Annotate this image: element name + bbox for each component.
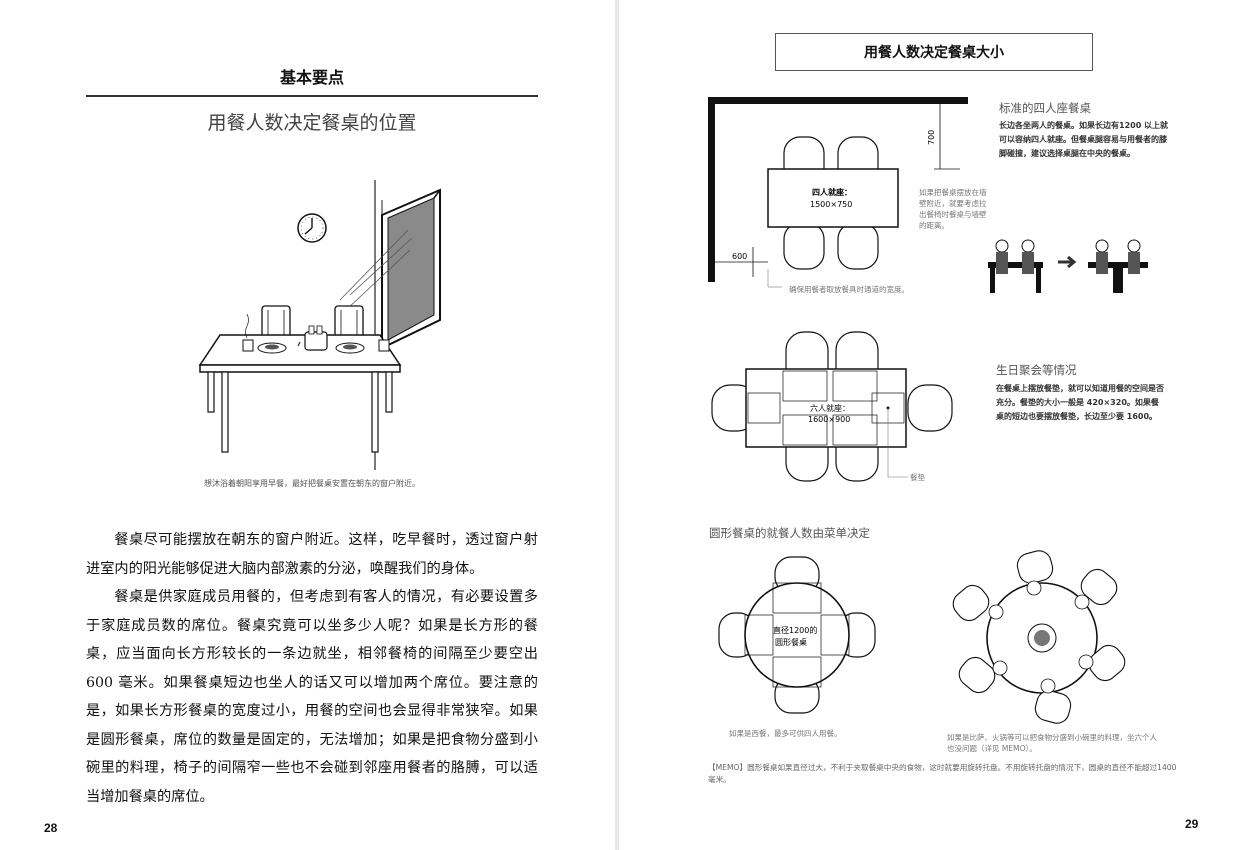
four-seat-description: 长边各坐两人的餐桌。如果长边有1200 以上就可以容纳四人就座。但餐桌腿容易与用… (999, 121, 1169, 158)
dimension-label: 700 (927, 130, 936, 145)
four-seat-title: 标准的四人座餐桌 (999, 101, 1091, 115)
paragraph: 餐桌尽可能摆放在朝东的窗户附近。这样，吃早餐时，透过窗户射进室内的阳光能够促进大… (86, 532, 538, 577)
left-page: 基本要点 用餐人数决定餐桌的位置 (0, 0, 615, 850)
body-text: 餐桌尽可能摆放在朝东的窗户附近。这样，吃早餐时，透过窗户射进室内的阳光能够促进大… (86, 526, 538, 811)
round-four-caption: 如果是西餐，最多可供四人用餐。 (729, 729, 842, 738)
dimension-label: 600 (732, 252, 747, 261)
right-page: 用餐人数决定餐桌大小 四人就座： 1500×750 700 600 确保用餐者取… (619, 0, 1234, 850)
page-title: 用餐人数决定餐桌的位置 (207, 112, 417, 134)
round-table-title: 圆形餐桌的就餐人数由菜单决定 (709, 526, 870, 540)
table-size-label: 1600×900 (808, 415, 850, 424)
placemat-label: 餐垫 (910, 473, 925, 482)
passage-note: 确保用餐者取放餐具时通道的宽度。 (789, 285, 909, 294)
page-header: 用餐人数决定餐桌大小 (775, 33, 1093, 71)
table-label: 直径1200的 (773, 625, 817, 635)
page-number: 29 (1185, 817, 1199, 831)
table-label: 四人就座： (812, 187, 852, 197)
six-seat-description: 在餐桌上摆放餐垫，就可以知道用餐的空间是否充分。餐垫的大小一般是 420×320… (996, 384, 1164, 421)
table-size-label: 1500×750 (810, 200, 852, 209)
book-gutter (615, 0, 619, 850)
table-size-label: 圆形餐桌 (775, 637, 807, 647)
six-seat-title: 生日聚会等情况 (996, 363, 1077, 377)
round-six-seat-diagram (952, 550, 1126, 724)
section-divider (86, 95, 538, 97)
round-four-seat-diagram: 直径1200的 圆形餐桌 (718, 556, 876, 714)
page-number: 28 (44, 821, 58, 835)
illustration-caption: 想沐浴着朝阳享用早餐，最好把餐桌安置在朝东的窗户附近。 (204, 479, 420, 488)
table-leg-comparison (988, 239, 1148, 293)
breakfast-table-illustration (198, 180, 441, 470)
clock-icon (297, 213, 327, 243)
section-title: 基本要点 (279, 68, 344, 87)
table-label: 六人就座： (810, 403, 850, 413)
four-seat-table-diagram: 四人就座： 1500×750 700 600 (708, 97, 968, 288)
six-seat-table-diagram: 六人就座： 1600×900 (711, 331, 953, 482)
wall-note: 如果把餐桌摆放在墙壁附近，就要考虑拉出餐椅时餐桌与墙壁的距离。 (919, 188, 987, 230)
round-six-caption: 如果是比萨、火锅等可以把食物分盛到小碗里的料理，坐六个人也没问题（详见 MEMO… (947, 733, 1157, 753)
memo-note: 【MEMO】圆形餐桌如果直径过大，不利于夹取餐桌中央的食物，这时就要用旋转托盘。… (708, 763, 1177, 784)
paragraph: 餐桌是供家庭成员用餐的，但考虑到有客人的情况，有必要设置多于家庭成员数的席位。餐… (86, 589, 538, 805)
